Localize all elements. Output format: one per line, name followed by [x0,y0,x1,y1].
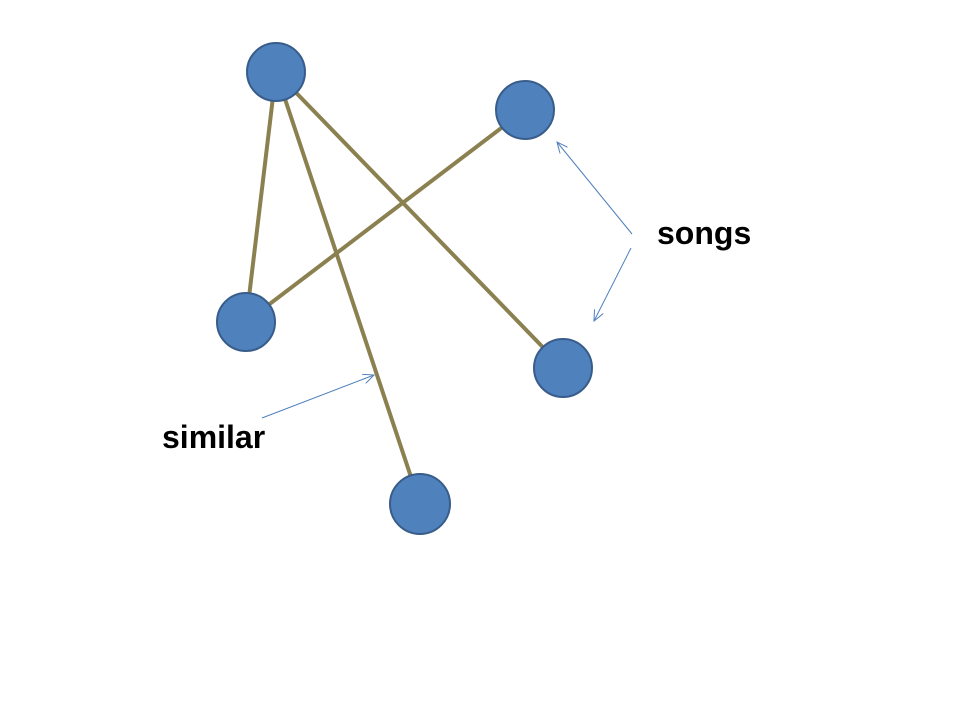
song-node-left [216,292,276,352]
edges [244,70,565,505]
edge-left-to-top-right [244,108,527,324]
songs-arrow-lower [594,247,632,321]
annotation-arrows [261,142,633,419]
edge-top-to-bottom [274,71,422,505]
songs-arrow-upper [557,142,633,235]
similar-arrow [261,375,374,419]
song-node-bottom [389,473,451,535]
song-node-top-right [495,80,555,140]
songs-label: songs [657,215,751,251]
edge-top-to-bottom-right [274,70,565,370]
song-node-top [246,42,306,102]
nodes [216,42,593,535]
similar-label: similar [162,419,265,455]
song-node-bottom-right [533,338,593,398]
edge-top-to-left [244,71,278,323]
